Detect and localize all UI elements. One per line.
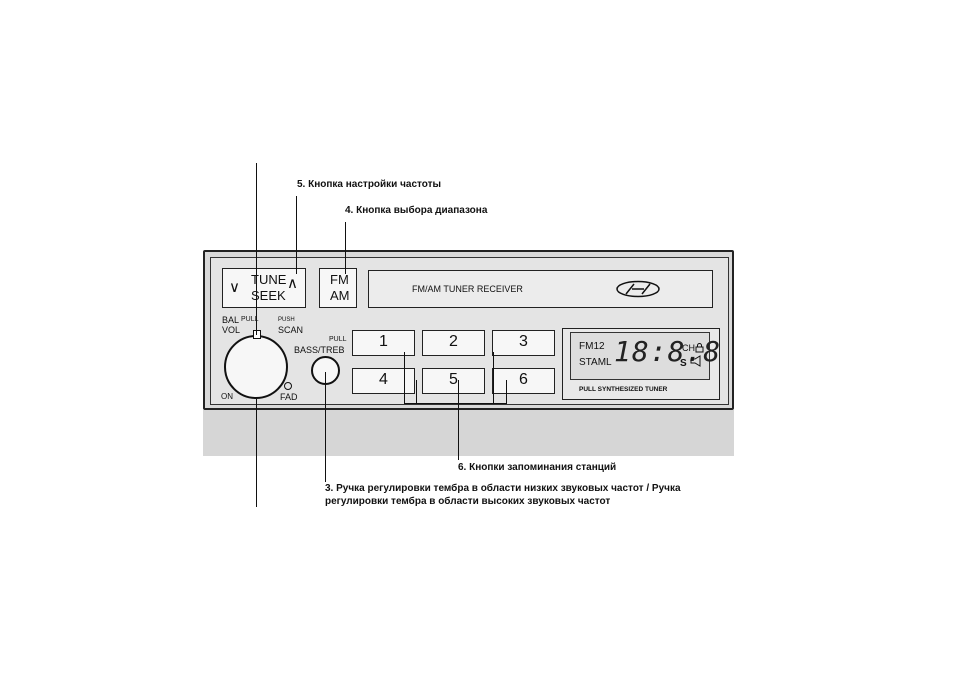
fad-indicator-icon [284, 382, 292, 390]
am-label: AM [330, 288, 350, 303]
arrow-down-icon: ∨ [229, 279, 240, 296]
leader-line-preset-d [506, 380, 507, 403]
bass-treb-label: BASS/TREB [294, 345, 345, 355]
leader-line-fm [345, 222, 346, 274]
lcd-bottom-label: PULL SYNTHESIZED TUNER [579, 386, 668, 393]
preset-button-6[interactable] [492, 368, 555, 394]
seek-label: SEEK [251, 288, 286, 303]
callout-tone-knob-line2: регулировки тембра в области высоких зву… [325, 496, 611, 507]
callout-tune-button: 5. Кнопка настройки частоты [297, 179, 442, 190]
lcd-staml: STAML [579, 357, 612, 368]
leader-line-bass [325, 372, 326, 482]
lcd-screen [570, 332, 710, 380]
preset-button-1[interactable] [352, 330, 415, 356]
vol-label: VOL [222, 325, 241, 335]
push-label: PUSH [278, 317, 295, 323]
leader-line-preset-b [416, 380, 417, 403]
preset-label-2: 2 [449, 333, 458, 350]
callout-tone-knob-line1: 3. Ручка регулировки тембра в области ни… [325, 483, 681, 494]
leader-line-knob-top [256, 163, 257, 335]
leader-line-knob-bottom [256, 399, 257, 507]
fm-label: FM [330, 272, 349, 287]
leader-line-preset-a [404, 352, 405, 403]
tune-seek-button[interactable] [222, 268, 306, 308]
leader-line-preset-main [458, 380, 459, 460]
speaker-icon [690, 355, 701, 367]
lcd-s: S [680, 358, 687, 369]
leader-line-preset-c [493, 352, 494, 403]
preset-label-4: 4 [379, 371, 388, 388]
preset-button-5[interactable] [422, 368, 485, 394]
lcd-fm12: FM12 [579, 341, 605, 352]
arrow-up-icon: ∧ [287, 275, 298, 292]
scan-label: SCAN [278, 325, 304, 335]
fm-am-button[interactable] [319, 268, 357, 308]
preset-label-3: 3 [519, 333, 528, 350]
tune-label: TUNE [251, 272, 287, 287]
pull-label: PULL [241, 316, 259, 323]
pull-label-bass: PULL [329, 336, 347, 343]
leader-line-tune [296, 196, 297, 274]
bal-label: BAL [222, 315, 240, 325]
receiver-label: FM/AM TUNER RECEIVER [412, 284, 523, 294]
volume-knob[interactable] [224, 335, 288, 399]
lock-icon [695, 343, 704, 353]
knob-marker-icon [253, 330, 261, 339]
preset-button-3[interactable] [492, 330, 555, 356]
lcd-ch: CH [682, 343, 695, 353]
preset-label-6: 6 [519, 371, 528, 388]
preset-label-1: 1 [379, 333, 388, 350]
preset-label-5: 5 [449, 371, 458, 388]
preset-button-2[interactable] [422, 330, 485, 356]
callout-band-button: 4. Кнопка выбора диапазона [345, 205, 488, 216]
panel-shadow [203, 410, 734, 456]
callout-preset-buttons: 6. Кнопки запоминания станций [458, 462, 617, 473]
brand-logo-icon [616, 280, 660, 298]
on-label: ON [221, 392, 233, 401]
leader-line-preset-bar [404, 403, 507, 404]
receiver-window [368, 270, 713, 308]
fad-label: FAD [280, 392, 298, 402]
